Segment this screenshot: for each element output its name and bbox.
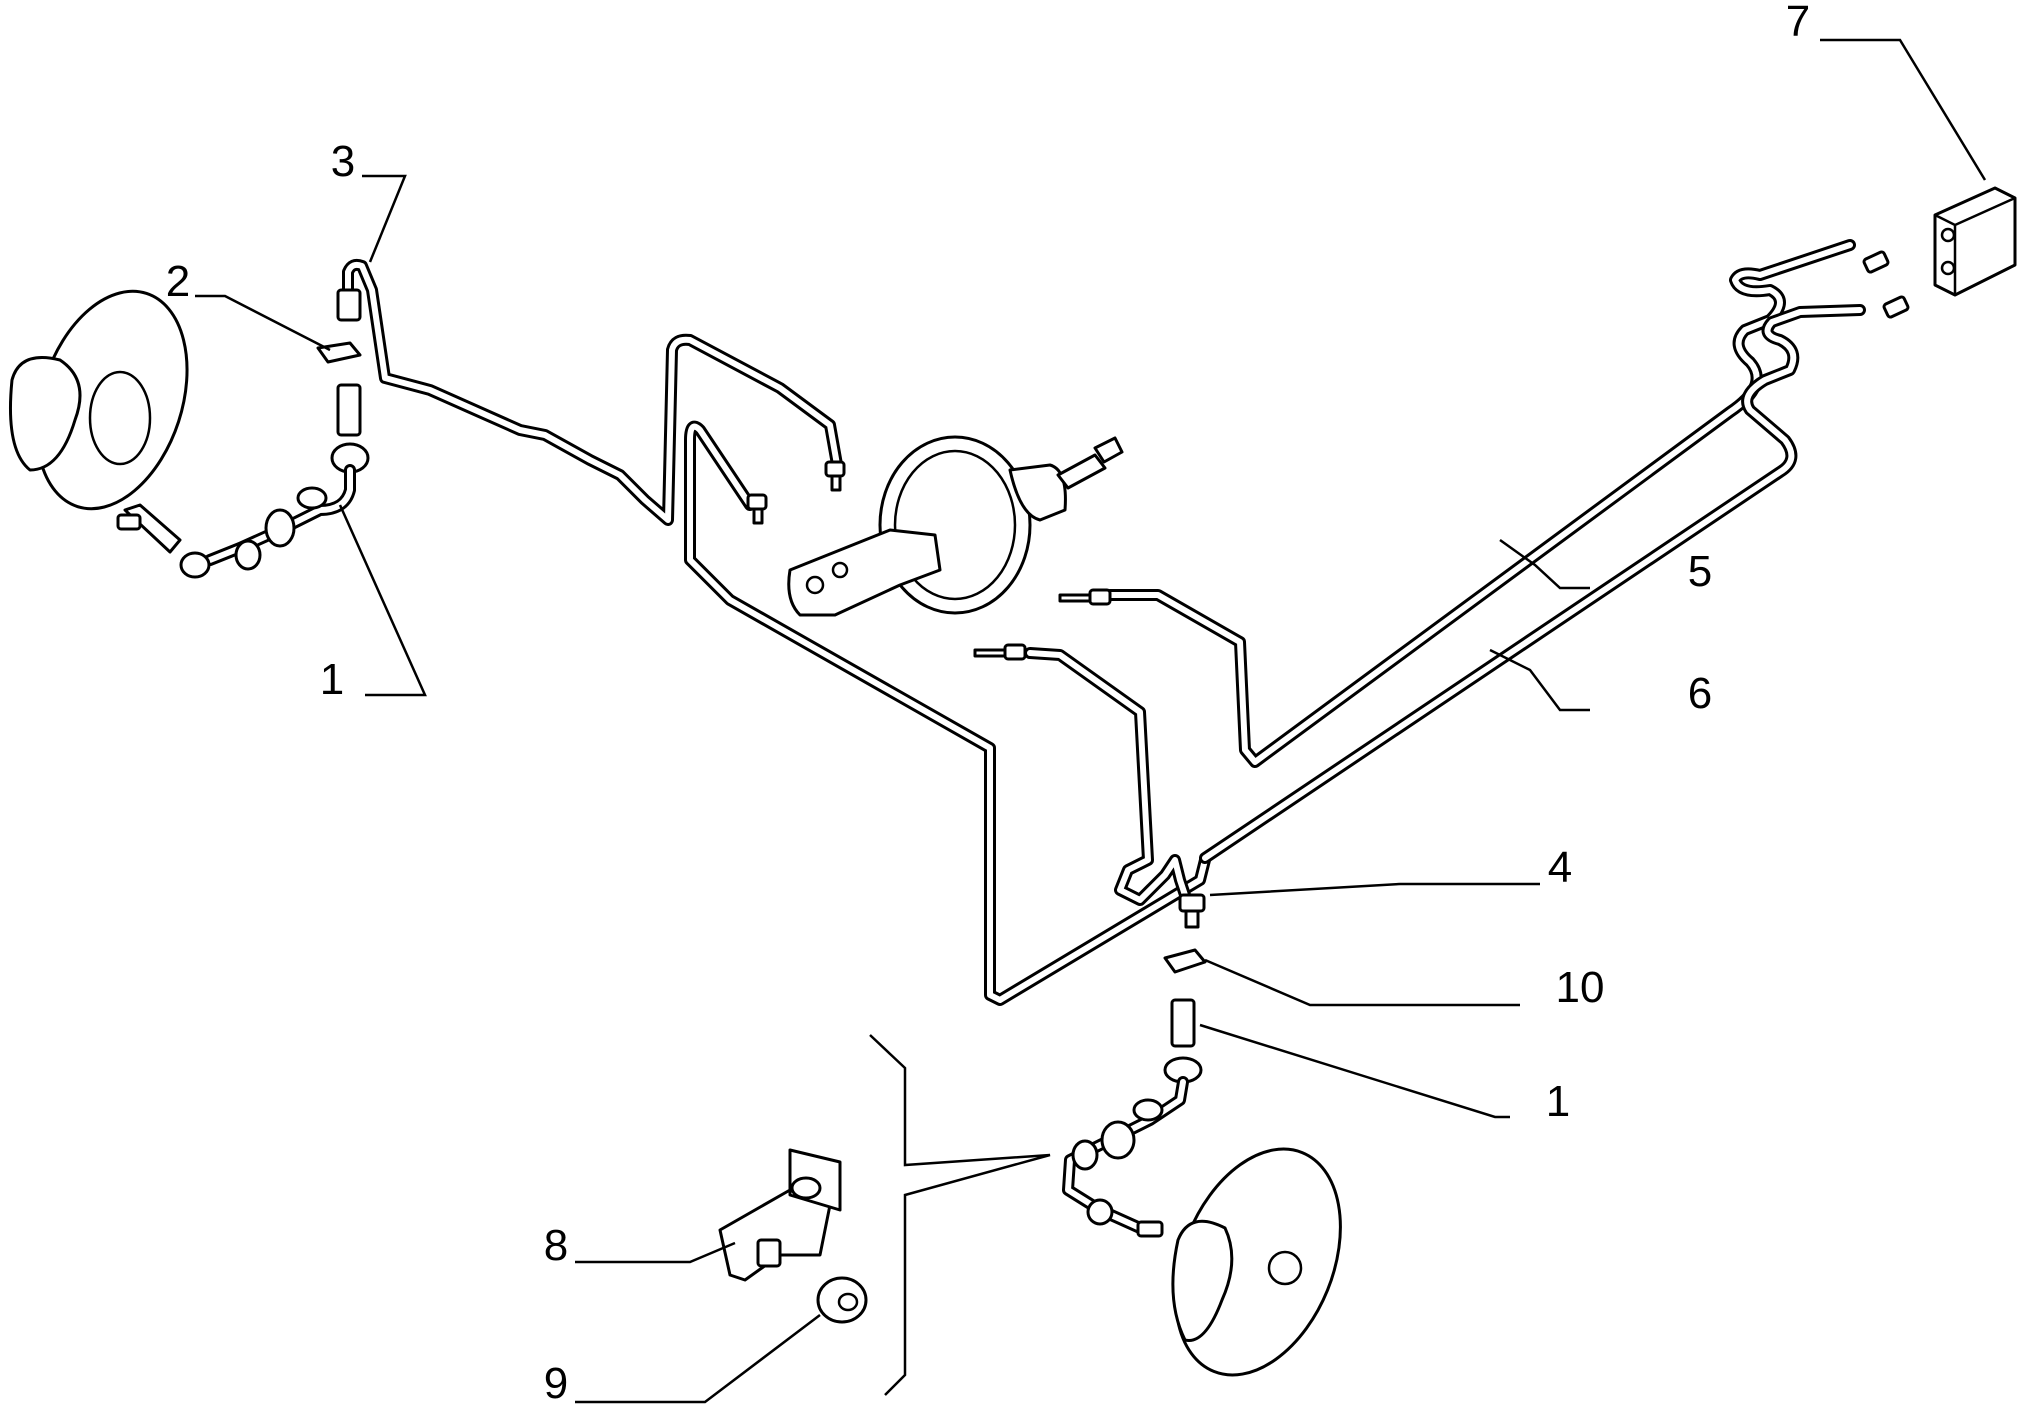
callout-8: 8 bbox=[543, 1221, 569, 1270]
callout-5: 5 bbox=[1687, 547, 1713, 596]
fitting-4 bbox=[1178, 893, 1206, 929]
callout-10: 10 bbox=[1555, 963, 1605, 1012]
right-brake-disc bbox=[1171, 1147, 1342, 1377]
callout-4: 4 bbox=[1547, 843, 1573, 892]
callout-3: 3 bbox=[330, 137, 356, 186]
bracket-8 bbox=[718, 1148, 842, 1282]
leader-lines bbox=[195, 38, 1987, 1404]
callout-6: 6 bbox=[1687, 669, 1713, 718]
left-hose-assembly bbox=[116, 288, 370, 579]
brake-booster bbox=[787, 435, 1124, 617]
callout-2: 2 bbox=[165, 257, 191, 306]
grommet-9 bbox=[816, 1276, 868, 1324]
callout-1-right: 1 bbox=[1545, 1077, 1571, 1126]
junction-block-7 bbox=[1862, 186, 2017, 319]
callout-7: 7 bbox=[1785, 0, 1811, 46]
master-cylinder-fittings bbox=[746, 460, 1112, 661]
left-brake-disc bbox=[8, 289, 189, 511]
group-bracket bbox=[869, 1034, 1051, 1396]
callout-9: 9 bbox=[543, 1359, 569, 1405]
brake-pipes bbox=[342, 239, 1866, 1006]
callout-1-left: 1 bbox=[319, 655, 345, 704]
right-hose-assembly bbox=[1062, 948, 1207, 1238]
